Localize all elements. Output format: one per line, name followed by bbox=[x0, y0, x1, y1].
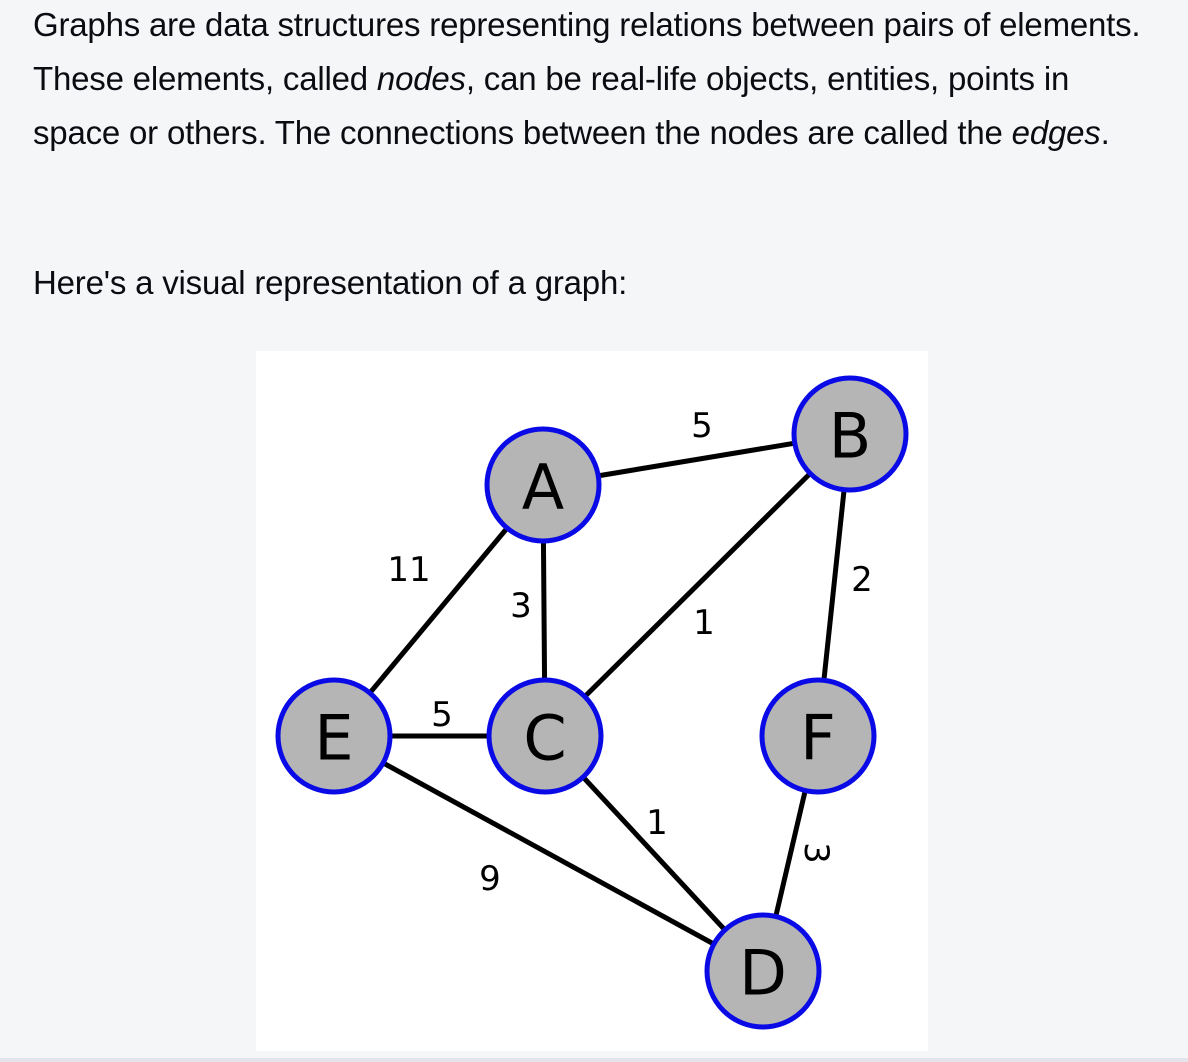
node-circle bbox=[486, 677, 604, 795]
edge-weight-f-d: 3 bbox=[796, 842, 836, 864]
node-circle bbox=[275, 677, 393, 795]
node-label: F bbox=[800, 702, 836, 775]
node-label: C bbox=[523, 702, 566, 775]
intro-paragraph: Graphs are data structures representing … bbox=[33, 0, 1163, 160]
edge-e-d bbox=[332, 733, 765, 974]
nodes-layer: A B C D E F bbox=[275, 375, 909, 1030]
edge-weight-b-f: 2 bbox=[851, 560, 873, 600]
edge-weight-a-c: 3 bbox=[510, 586, 532, 626]
node-label: D bbox=[739, 937, 787, 1010]
bottom-divider bbox=[0, 1058, 1188, 1062]
node-d: D bbox=[704, 912, 822, 1030]
edge-weight-a-b: 5 bbox=[691, 406, 713, 446]
term-nodes: nodes bbox=[376, 60, 466, 97]
edge-weight-e-c: 5 bbox=[431, 695, 453, 735]
node-label: E bbox=[314, 702, 353, 775]
edge-b-c bbox=[543, 432, 852, 738]
intro-text-2: , can be real-life objects, entities, po… bbox=[33, 60, 1070, 151]
edge-weight-b-c: 1 bbox=[693, 603, 715, 643]
node-f: F bbox=[759, 677, 877, 795]
node-b: B bbox=[791, 375, 909, 493]
node-circle bbox=[791, 375, 909, 493]
node-label: B bbox=[829, 400, 872, 473]
edge-weight-c-d: 1 bbox=[646, 803, 668, 843]
edge-weight-a-e: 11 bbox=[387, 550, 430, 590]
node-a: A bbox=[484, 426, 602, 544]
visual-intro-paragraph: Here's a visual representation of a grap… bbox=[33, 264, 628, 301]
term-edges: edges bbox=[1011, 114, 1101, 151]
node-circle bbox=[704, 912, 822, 1030]
node-c: C bbox=[486, 677, 604, 795]
node-label: A bbox=[522, 451, 564, 524]
node-circle bbox=[484, 426, 602, 544]
node-e: E bbox=[275, 677, 393, 795]
intro-text-1: Graphs are data structures representing … bbox=[33, 6, 1141, 97]
edge-weight-e-d: 9 bbox=[479, 859, 501, 899]
intro-text-3: . bbox=[1100, 114, 1110, 151]
node-circle bbox=[759, 677, 877, 795]
